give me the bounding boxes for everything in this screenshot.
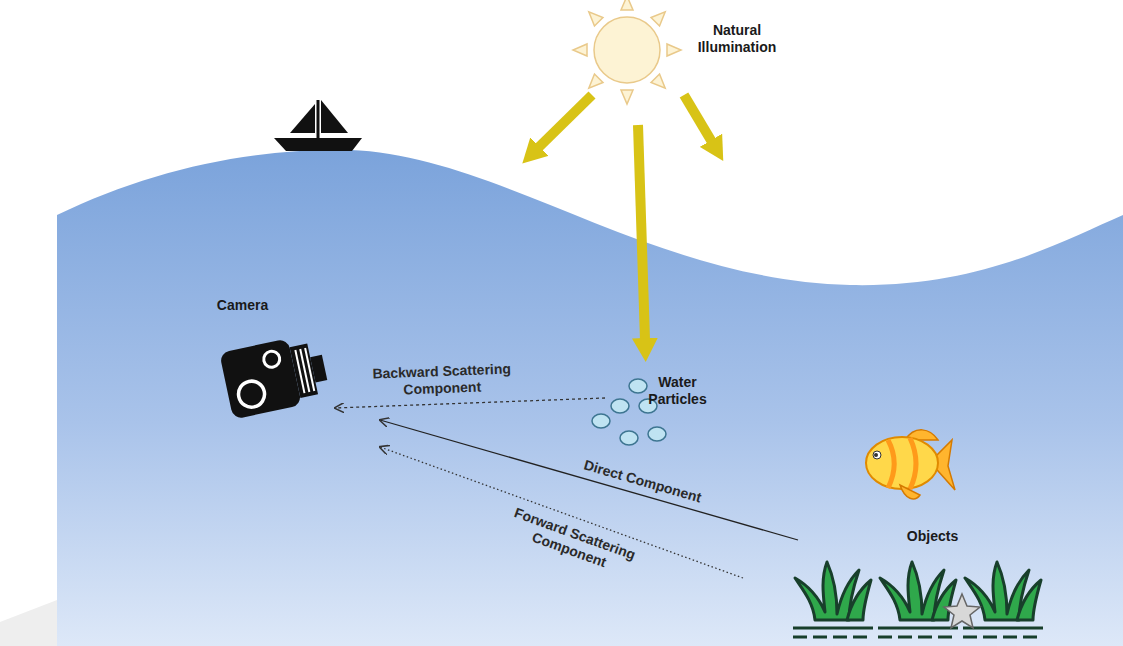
light-ray-arrow bbox=[638, 125, 645, 340]
node-label: Camera bbox=[215, 297, 270, 314]
scatter-arrow bbox=[380, 420, 798, 540]
node-label: Water Particles bbox=[640, 374, 715, 408]
scatter-arrow bbox=[335, 398, 605, 408]
node-label: Natural Illumination bbox=[687, 22, 787, 56]
sun-icon: Natural Illumination bbox=[592, 12, 787, 92]
camera-icon: Camera bbox=[215, 295, 385, 455]
edge-label: Backward Scattering Component bbox=[367, 360, 518, 400]
water-particles: Water Particles bbox=[585, 370, 720, 450]
node-label: Objects bbox=[890, 528, 975, 545]
objects-group: Objects bbox=[740, 420, 1050, 642]
scatter-arrow bbox=[380, 447, 743, 578]
